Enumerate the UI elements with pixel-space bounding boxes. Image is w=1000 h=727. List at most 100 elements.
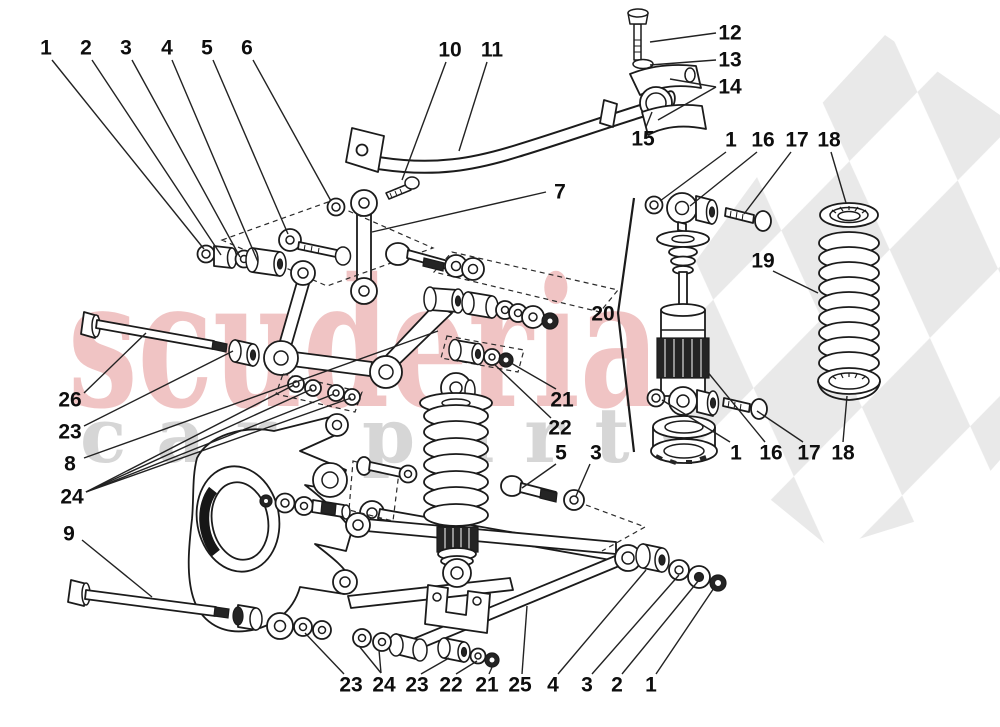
callout-1-top: 1 bbox=[40, 37, 52, 60]
leader-line-5-mid bbox=[521, 463, 557, 489]
leader-line-3-mid bbox=[575, 463, 591, 497]
callout-17-shock-bottom: 17 bbox=[797, 442, 820, 465]
leader-line-2-bottom bbox=[621, 579, 700, 675]
callout-3-top: 3 bbox=[120, 37, 132, 60]
callout-26: 26 bbox=[58, 389, 81, 412]
tie-rod-bolt-washers bbox=[385, 242, 620, 313]
leader-line-17-shock-top bbox=[743, 151, 792, 215]
callout-10: 10 bbox=[438, 39, 461, 62]
callout-16-shock-bottom: 16 bbox=[759, 442, 782, 465]
leader-line-25 bbox=[521, 605, 528, 675]
leader-line-23-bottom-1 bbox=[304, 632, 345, 675]
long-bolt-26 bbox=[80, 311, 260, 367]
callout-18-spring-top: 18 bbox=[817, 129, 841, 152]
callout-14: 14 bbox=[718, 76, 742, 99]
arm-upper-tube bbox=[365, 518, 617, 555]
clamp-bolt bbox=[633, 23, 642, 61]
callout-17-shock-top: 17 bbox=[785, 129, 808, 152]
leader-line-1-shock-top bbox=[659, 151, 727, 202]
leader-line-24-left bbox=[85, 388, 313, 493]
leader-line-14 bbox=[657, 86, 717, 121]
callout-5-mid: 5 bbox=[555, 442, 567, 465]
callout-23-left: 23 bbox=[58, 421, 81, 444]
leader-line-23-left bbox=[83, 350, 234, 427]
leader-line-8 bbox=[83, 330, 439, 459]
callout-13: 13 bbox=[718, 49, 741, 72]
callout-1-shock-top: 1 bbox=[725, 129, 737, 152]
leader-line-9 bbox=[81, 539, 153, 598]
coil-spring bbox=[817, 202, 881, 401]
spring-adjuster bbox=[436, 526, 479, 553]
callout-21-mid: 21 bbox=[550, 389, 574, 412]
callout-24-left: 24 bbox=[60, 486, 84, 509]
bar-collar bbox=[599, 99, 618, 128]
callout-2-top: 2 bbox=[80, 37, 92, 60]
leader-line-17-shock-bottom bbox=[756, 410, 804, 443]
anti-roll-bar bbox=[345, 90, 676, 174]
callout-1-shock-bottom: 1 bbox=[730, 442, 742, 465]
leader-line-6-top bbox=[252, 59, 332, 202]
leader-line-16-shock-top bbox=[689, 151, 758, 207]
leader-line-10 bbox=[401, 61, 447, 181]
leader-line-12 bbox=[649, 32, 717, 43]
leader-line-21-mid bbox=[510, 362, 557, 390]
bolt-head bbox=[385, 242, 411, 266]
callout-5-top: 5 bbox=[201, 37, 213, 60]
callout-15: 15 bbox=[631, 128, 655, 151]
callout-25: 25 bbox=[508, 674, 532, 697]
leader-line-19 bbox=[772, 270, 819, 294]
bolt-17-bottom bbox=[722, 397, 751, 413]
callout-20: 20 bbox=[591, 303, 614, 326]
callout-7: 7 bbox=[554, 181, 566, 204]
leader-lines bbox=[51, 32, 848, 675]
group-20-bracket bbox=[616, 197, 636, 453]
leader-line-3-top bbox=[131, 59, 241, 258]
drop-link bbox=[350, 176, 420, 305]
leader-line-22-bottom bbox=[455, 660, 478, 675]
leader-line-1-shock-bottom bbox=[661, 399, 731, 443]
leader-line-1-top bbox=[51, 59, 205, 250]
callout-4-bottom: 4 bbox=[547, 674, 559, 697]
leader-line-18-spring-bottom bbox=[842, 395, 848, 443]
leader-line-4-bottom bbox=[557, 569, 647, 675]
leader-line-5-top bbox=[212, 59, 289, 235]
callout-11: 11 bbox=[481, 39, 504, 62]
callout-23-bottom-1: 23 bbox=[339, 674, 362, 697]
hub-carrier bbox=[187, 413, 385, 633]
leader-line-22-mid bbox=[493, 363, 552, 419]
callout-3-mid: 3 bbox=[590, 442, 602, 465]
callout-9: 9 bbox=[63, 523, 75, 546]
upper-fastener-cluster bbox=[196, 197, 435, 287]
leader-line-24-left bbox=[85, 393, 335, 493]
leader-line-2-top bbox=[91, 59, 222, 256]
leader-line-18-spring-top bbox=[830, 151, 847, 204]
callout-1-bottom: 1 bbox=[645, 674, 657, 697]
leader-line-14 bbox=[669, 78, 717, 88]
callout-18-spring-bottom: 18 bbox=[831, 442, 855, 465]
leader-line-13 bbox=[649, 59, 717, 66]
leader-line-24-bottom bbox=[358, 645, 382, 674]
callout-23-bottom-2: 23 bbox=[405, 674, 428, 697]
callout-2-bottom: 2 bbox=[611, 674, 623, 697]
callout-21-bottom: 21 bbox=[475, 674, 499, 697]
callout-22-mid: 22 bbox=[548, 417, 571, 440]
leader-line-11 bbox=[458, 61, 488, 152]
leader-line-24-bottom bbox=[378, 649, 382, 674]
callout-24-bottom: 24 bbox=[372, 674, 396, 697]
damper-assembly bbox=[616, 192, 772, 465]
upper-wishbone bbox=[263, 260, 559, 413]
leader-line-23-bottom-2 bbox=[420, 657, 450, 675]
leader-line-21-bottom bbox=[488, 664, 494, 675]
callout-19: 19 bbox=[751, 250, 774, 273]
leader-line-24-left bbox=[85, 384, 295, 493]
leader-line-24-left bbox=[85, 397, 352, 493]
leader-line-16-shock-bottom bbox=[705, 369, 766, 443]
leader-line-3-bottom bbox=[591, 574, 680, 675]
callout-16-shock-top: 16 bbox=[751, 129, 774, 152]
callout-12: 12 bbox=[718, 22, 741, 45]
leader-line-4-top bbox=[171, 59, 259, 263]
leader-line-7 bbox=[371, 191, 547, 233]
